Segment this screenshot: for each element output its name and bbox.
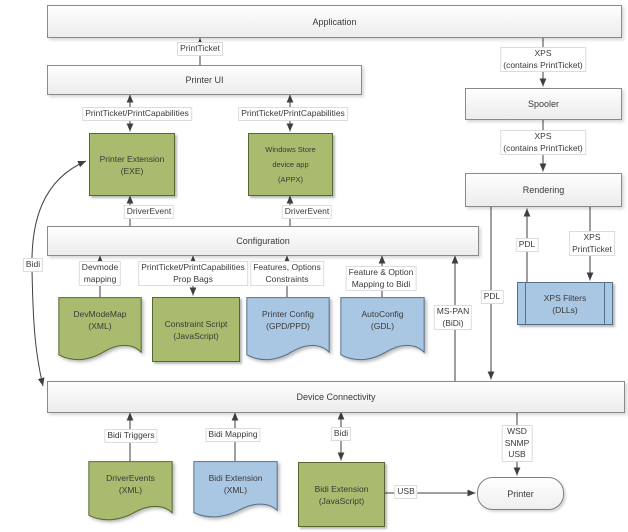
printer-ui-bar: Printer UI (47, 65, 362, 95)
windows-store-app-line2: device app (272, 160, 309, 169)
windows-store-app-box: Windows Store device app (APPX) (248, 133, 333, 196)
printer-ui-label: Printer UI (185, 75, 224, 85)
autoconfig-title: AutoConfig (361, 309, 404, 319)
devmodemap-doc: DevModeMap (XML) (58, 297, 142, 362)
printer-extension-title: Printer Extension (99, 153, 165, 164)
label-xps-contains-2: XPS (contains PrintTicket) (500, 130, 586, 155)
bidi-extension-js-title: Bidi Extension (314, 483, 369, 494)
label-printticket: PrintTicket (177, 42, 223, 56)
xps-filters-title: XPS Filters (543, 292, 587, 303)
device-connectivity-bar: Device Connectivity (47, 381, 625, 413)
constraint-script-title: Constraint Script (164, 318, 228, 329)
constraint-script-box: Constraint Script (JavaScript) (152, 297, 240, 362)
label-features-options: Features, Options Constraints (250, 261, 324, 286)
label-usb: USB (394, 485, 418, 499)
label-driverevent-left: DriverEvent (123, 205, 175, 219)
device-connectivity-label: Device Connectivity (296, 392, 376, 402)
devmodemap-title: DevModeMap (73, 309, 127, 319)
spooler-bar: Spooler (465, 88, 622, 120)
printer-config-doc: Printer Config (GPD/PPD) (246, 297, 330, 362)
document-shape (340, 297, 425, 362)
printer-node: Printer (477, 477, 564, 510)
printer-config-title: Printer Config (262, 309, 314, 319)
xps-filters-subtitle: (DLLs) (552, 304, 578, 315)
autoconfig-doc: AutoConfig (GDL) (340, 297, 425, 362)
document-shape (88, 461, 173, 522)
label-ptpc-left: PrintTicket/PrintCapabilities (82, 107, 192, 121)
label-xps-contains-1: XPS (contains PrintTicket) (500, 47, 586, 72)
label-bidi-curve: Bidi (22, 258, 44, 272)
label-ptpc-propbags: PrintTicket/PrintCapabilities Prop Bags (138, 261, 248, 286)
printer-label: Printer (507, 488, 534, 499)
label-xps-printticket: XPS PrintTicket (569, 231, 615, 256)
xps-filters-box: XPS Filters (DLLs) (517, 282, 613, 325)
predefined-process-right-bar (604, 283, 605, 324)
predefined-process-left-bar (525, 283, 526, 324)
windows-store-app-line3: (APPX) (277, 175, 303, 184)
rendering-bar: Rendering (465, 173, 622, 207)
label-wsd-snmp-usb: WSD SNMP USB (501, 425, 533, 462)
configuration-bar: Configuration (47, 226, 479, 256)
label-bidi-mapping: Bidi Mapping (205, 428, 261, 442)
bidi-extension-js-subtitle: (JavaScript) (318, 495, 365, 506)
application-label: Application (312, 16, 357, 27)
label-driverevent-right: DriverEvent (281, 205, 333, 219)
devmodemap-subtitle: (XML) (88, 321, 112, 331)
driverevents-subtitle: (XML) (118, 485, 143, 495)
windows-store-app-line1: Windows Store (265, 145, 316, 154)
label-ptpc-right: PrintTicket/PrintCapabilities (238, 107, 348, 121)
label-ms-pan: MS-PAN (BiDi) (433, 305, 473, 330)
document-shape (246, 297, 330, 362)
label-bidi-bottom: Bidi (330, 427, 352, 441)
bidi-extension-xml-subtitle: (XML) (223, 485, 248, 495)
constraint-script-subtitle: (JavaScript) (173, 330, 219, 341)
printer-extension-subtitle: (EXE) (120, 165, 144, 176)
spooler-label: Spooler (527, 99, 560, 109)
printer-extension-box: Printer Extension (EXE) (89, 133, 175, 196)
label-pdl-short: PDL (515, 238, 539, 252)
configuration-label: Configuration (236, 236, 290, 246)
label-devmode-mapping: Devmode mapping (78, 261, 122, 286)
label-bidi-triggers: Bidi Triggers (104, 429, 158, 443)
label-feature-option-bidi: Feature & Option Mapping to Bidi (345, 266, 417, 291)
autoconfig-subtitle: (GDL) (370, 321, 395, 331)
document-shape (193, 461, 278, 519)
application-bar: Application (47, 5, 622, 38)
printer-config-subtitle: (GPD/PPD) (266, 321, 310, 331)
rendering-label: Rendering (522, 185, 565, 195)
bidi-extension-js-box: Bidi Extension (JavaScript) (298, 462, 385, 527)
label-pdl-long: PDL (480, 290, 504, 304)
bidi-extension-xml-doc: Bidi Extension (XML) (193, 461, 278, 519)
driverevents-title: DriverEvents (106, 473, 155, 483)
bidi-extension-xml-title: Bidi Extension (208, 473, 263, 483)
driverevents-doc: DriverEvents (XML) (88, 461, 173, 522)
